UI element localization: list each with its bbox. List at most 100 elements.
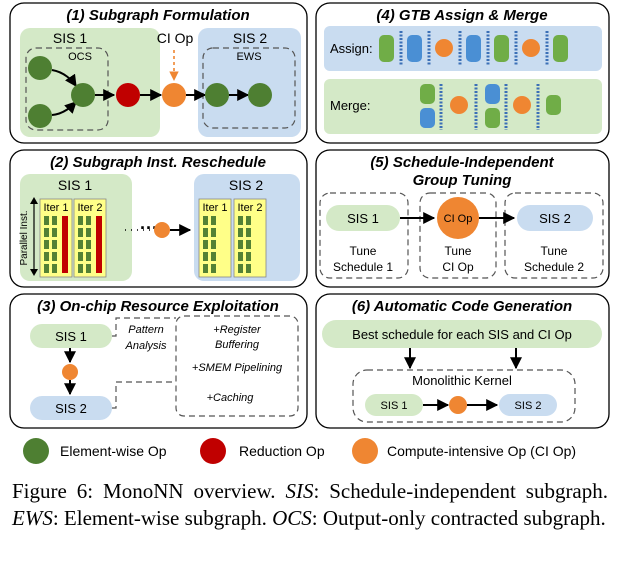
continuation-dots: ··· (140, 218, 158, 238)
tune-target: Schedule 1 (333, 260, 393, 274)
sis-thread-block (485, 108, 500, 128)
caption-ews-term: EWS (12, 506, 53, 530)
iteration-box: Iter 2 (73, 198, 107, 278)
panel-automatic-code-generation: (6) Automatic Code Generation Best sched… (315, 293, 610, 429)
iteration-label: Iter 1 (202, 202, 227, 214)
legend-compute-intensive-icon (352, 438, 378, 464)
tune-target: CI Op (442, 260, 474, 274)
panel-title-line1: (5) Schedule-Independent (370, 154, 554, 171)
assign-thread-blocks (379, 31, 568, 66)
ci-op-label: CI Op (444, 213, 473, 225)
optimization-caching: +Caching (207, 392, 255, 404)
ci-op-label: CI Op (157, 30, 194, 46)
ocs-region (25, 47, 109, 131)
iteration-label: Iter 2 (237, 202, 262, 214)
legend-element-wise-label: Element-wise Op (60, 443, 167, 459)
ews-thread-block (466, 35, 481, 62)
ocs-label: OCS (68, 51, 92, 63)
sis2-label: SIS 2 (515, 400, 542, 412)
sis1-label: SIS 1 (53, 30, 87, 46)
legend: Element-wise Op Reduction Op Compute-int… (23, 438, 576, 464)
panel-title: (1) Subgraph Formulation (66, 7, 249, 24)
caption-sis-term: SIS (285, 479, 314, 503)
compute-intensive-op-node (162, 83, 186, 107)
tune-label: Tune (445, 244, 472, 258)
tune-label: Tune (350, 244, 377, 258)
iteration-label: Iter 1 (43, 202, 68, 214)
sis2-label: SIS 2 (233, 30, 267, 46)
sis2-node (30, 396, 112, 420)
optimization-smem: +SMEM Pipelining (192, 362, 283, 374)
optimization-register: +Register (213, 324, 262, 336)
sis1-label: SIS 1 (55, 329, 87, 344)
legend-reduction-icon (200, 438, 226, 464)
panel-subgraph-formulation: (1) Subgraph Formulation SIS 1 OCS CI Op… (9, 2, 308, 144)
ews-thread-block (485, 84, 500, 104)
sis1-node (326, 205, 400, 231)
assign-label: Assign: (330, 41, 373, 56)
iteration-label: Iter 2 (77, 202, 102, 214)
monon-overview-figure: (1) Subgraph Formulation SIS 1 OCS CI Op… (9, 2, 610, 464)
element-wise-op-node (71, 83, 95, 107)
sis1-label: SIS 1 (381, 400, 408, 412)
iteration-boxes: Iter 1 Iter 2 Iter 1 Iter 2 (39, 198, 267, 278)
sis2-node (499, 394, 557, 416)
panel-title: (4) GTB Assign & Merge (376, 7, 547, 24)
compute-intensive-op-node (154, 222, 170, 238)
optimization-register: Buffering (215, 339, 260, 351)
sis-thread-block (379, 35, 394, 62)
caption-prefix: Figure 6: MonoNN overview. (12, 479, 286, 503)
ci-op-block (513, 96, 531, 114)
parallel-inst-label: Parallel Inst. (19, 210, 30, 265)
panel-title-line2: Group Tuning (413, 172, 512, 189)
caption-ocs-term: OCS (272, 506, 312, 530)
element-wise-op-node (248, 83, 272, 107)
compute-intensive-op-node (449, 396, 467, 414)
ci-op-block (522, 39, 540, 57)
compute-intensive-op-node (437, 197, 479, 239)
panel-schedule-independent-tuning: (5) Schedule-Independent Group Tuning SI… (315, 149, 610, 288)
caption-sis-def: : Schedule-independent subgraph. (313, 479, 609, 503)
merge-label: Merge: (330, 98, 370, 113)
tune-label: Tune (541, 244, 568, 258)
ci-op-block (450, 96, 468, 114)
best-schedule-box (322, 320, 602, 348)
element-wise-op-node (28, 56, 52, 80)
sis2-label: SIS 2 (539, 211, 571, 226)
reduction-op-node (116, 83, 140, 107)
sis-thread-block (494, 35, 509, 62)
panel-title: (2) Subgraph Inst. Reschedule (50, 154, 266, 171)
pattern-analysis-label: Analysis (125, 340, 167, 352)
ews-region (202, 47, 296, 129)
sis1-node (365, 394, 423, 416)
panel-subgraph-inst-reschedule: (2) Subgraph Inst. Reschedule SIS 1 SIS … (9, 149, 308, 288)
caption-ews-def: : Element-wise subgraph. (52, 506, 273, 530)
best-schedule-label: Best schedule for each SIS and CI Op (352, 327, 572, 342)
sis2-region (198, 28, 301, 137)
sis1-node (30, 324, 112, 348)
sis1-label: SIS 1 (347, 211, 379, 226)
element-wise-op-node (28, 104, 52, 128)
figure-caption: Figure 6: MonoNN overview. SIS: Schedule… (12, 478, 608, 532)
ews-thread-block (420, 108, 435, 128)
assign-row (324, 26, 602, 71)
sis-thread-block (420, 84, 435, 104)
ews-label: EWS (236, 51, 261, 63)
sis2-node (517, 205, 593, 231)
caption-ocs-def: : Output-only contracted subgraph. (311, 506, 606, 530)
legend-element-wise-icon (23, 438, 49, 464)
merge-thread-blocks (420, 84, 561, 130)
panel-title: (6) Automatic Code Generation (352, 298, 572, 315)
iteration-box: Iter 2 (233, 198, 267, 278)
sis1-region (20, 28, 160, 137)
optimization-box (175, 315, 299, 417)
panel-on-chip-resource-exploitation: (3) On-chip Resource Exploitation SIS 1 … (9, 293, 308, 429)
monolithic-kernel-label: Monolithic Kernel (412, 373, 512, 388)
element-wise-op-node (205, 83, 229, 107)
sis-thread-block (546, 95, 561, 115)
legend-compute-intensive-label: Compute-intensive Op (CI Op) (387, 443, 576, 459)
sis-thread-block (553, 35, 568, 62)
iteration-box: Iter 1 (39, 198, 73, 278)
pattern-analysis-label: Pattern (128, 324, 163, 336)
panel-gtb-assign-merge: (4) GTB Assign & Merge Assign: Merge: (315, 2, 610, 144)
